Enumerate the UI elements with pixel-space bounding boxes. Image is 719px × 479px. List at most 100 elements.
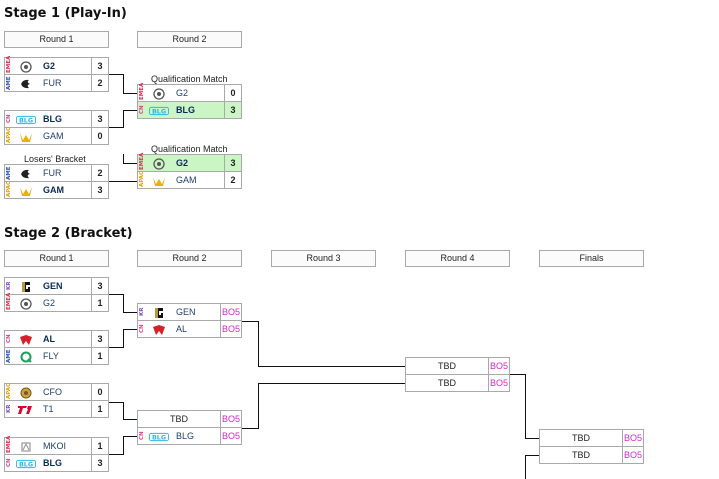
bracket-connector (109, 347, 123, 348)
stage-1-losers-bracket-match[interactable]: AME FUR 2 APAC GAM 3 (4, 164, 109, 199)
team-row[interactable]: CN AL BO5 (137, 321, 242, 338)
bracket-connector (109, 181, 137, 182)
team-row[interactable]: CN BLG BLG BO5 (137, 428, 242, 445)
team-row[interactable]: EMEA G2 3 (4, 56, 109, 75)
team-row[interactable]: EMEA MKOI 1 (4, 435, 109, 455)
team-score: 2 (91, 75, 108, 91)
stage-2-round-1-match-4[interactable]: EMEA MKOI 1 CN BLG BLG 3 (4, 435, 109, 472)
team-name: GAM (43, 131, 64, 141)
bracket-connector (109, 454, 123, 455)
bracket-connector (123, 436, 137, 437)
team-row-winner[interactable]: CN BLG BLG 3 (137, 102, 242, 119)
team-score: 2 (91, 165, 108, 181)
team-row[interactable]: APAC GAM 3 (4, 181, 109, 199)
gam-logo-icon (16, 184, 36, 197)
team-name: BLG (43, 114, 62, 124)
team-name: CFO (43, 387, 62, 397)
team-score: 3 (91, 182, 108, 198)
team-row[interactable]: CN AL 3 (4, 330, 109, 348)
team-row[interactable]: CN BLG BLG 3 (4, 110, 109, 128)
team-row[interactable]: TBD BO5 (539, 429, 644, 447)
team-score: 0 (91, 128, 108, 144)
team-tbd: TBD (438, 378, 456, 388)
team-name: GEN (43, 281, 63, 291)
team-row[interactable]: TBD BO5 (137, 410, 242, 428)
team-row[interactable]: AME FUR 2 (4, 164, 109, 182)
stage-1-qualification-match-1[interactable]: EMEA G2 0 CN BLG BLG 3 (137, 82, 242, 119)
team-row[interactable]: KR GEN 3 (4, 277, 109, 295)
stage-2-round-4-header: Round 4 (405, 250, 510, 267)
team-row[interactable]: EMEA G2 1 (4, 293, 109, 312)
bracket-connector (123, 93, 137, 94)
team-row[interactable]: EMEA G2 0 (137, 82, 242, 102)
team-row[interactable]: APAC GAM 0 (4, 127, 109, 145)
stage-1-round-2-header: Round 2 (137, 31, 242, 48)
gam-logo-icon (16, 130, 36, 143)
region-emea: EMEA (139, 152, 145, 170)
team-row[interactable]: KR GEN BO5 (137, 303, 242, 321)
region-kr: KR (139, 307, 145, 317)
stage-2-round-2-header: Round 2 (137, 250, 242, 267)
bracket-connector (525, 455, 526, 479)
stage-2-round-2-match-1[interactable]: KR GEN BO5 CN AL BO5 (137, 303, 242, 338)
bracket-connector (123, 163, 137, 164)
al-logo-icon (16, 333, 36, 346)
stage-2-finals-match[interactable]: TBD BO5 TBD BO5 (539, 429, 644, 464)
team-score: 3 (91, 111, 108, 127)
bracket-connector (123, 154, 124, 163)
team-row[interactable]: TBD BO5 (539, 447, 644, 464)
cfo-logo-icon (16, 386, 36, 399)
team-row[interactable]: TBD BO5 (405, 375, 510, 392)
stage-1-round-1-match-1[interactable]: EMEA G2 3 AME FUR 2 (4, 56, 109, 92)
region-emea: EMEA (139, 82, 145, 100)
bracket-connector (109, 127, 123, 128)
team-score-bo5: BO5 (488, 358, 509, 374)
region-ame: AME (6, 349, 12, 363)
team-row-winner[interactable]: EMEA G2 3 (137, 152, 242, 172)
team-tbd: TBD (572, 450, 590, 460)
team-row[interactable]: CN BLG BLG 3 (4, 455, 109, 472)
bracket-connector (258, 366, 405, 367)
team-name: T1 (43, 404, 54, 414)
team-row[interactable]: AME FLY 1 (4, 348, 109, 365)
stage-2-round-4-match[interactable]: TBD BO5 TBD BO5 (405, 357, 510, 392)
blg-logo-icon: BLG (149, 104, 169, 117)
bracket-connector (123, 110, 124, 128)
stage-2-round-1-match-1[interactable]: KR GEN 3 EMEA G2 1 (4, 277, 109, 312)
team-row[interactable]: TBD BO5 (405, 357, 510, 375)
team-score-bo5: BO5 (220, 304, 241, 320)
blg-logo-icon: BLG (149, 430, 169, 443)
region-emea: EMEA (6, 435, 12, 453)
team-name: GEN (176, 307, 196, 317)
team-row[interactable]: APAC CFO 0 (4, 383, 109, 401)
stage-2-round-2-match-2[interactable]: TBD BO5 CN BLG BLG BO5 (137, 410, 242, 445)
g2-logo-icon (16, 297, 36, 310)
bracket-connector (525, 438, 539, 439)
blg-logo-icon: BLG (16, 457, 36, 470)
g2-logo-icon (16, 60, 36, 73)
stage-2-round-1-match-3[interactable]: APAC CFO 0 KR T1 1 (4, 383, 109, 418)
team-row[interactable]: KR T1 1 (4, 401, 109, 418)
g2-logo-icon (149, 157, 169, 170)
stage-2-round-1-match-2[interactable]: CN AL 3 AME FLY 1 (4, 330, 109, 365)
stage-1-qualification-match-2[interactable]: EMEA G2 3 APAC GAM 2 (137, 152, 242, 189)
team-row[interactable]: AME FUR 2 (4, 75, 109, 92)
team-name: G2 (43, 298, 56, 308)
region-cn: CN (6, 458, 12, 468)
bracket-connector (123, 329, 137, 330)
losers-bracket-caption: Losers' Bracket (24, 154, 86, 164)
team-name: AL (176, 324, 188, 334)
gen-logo-icon (149, 306, 169, 319)
team-score: 3 (91, 455, 108, 471)
bracket-connector (242, 428, 258, 429)
team-row[interactable]: APAC GAM 2 (137, 170, 242, 189)
team-score-bo5: BO5 (622, 430, 643, 446)
team-name: BLG (43, 458, 62, 468)
svg-text:BLG: BLG (152, 108, 166, 115)
gen-logo-icon (16, 280, 36, 293)
g2-logo-icon (149, 87, 169, 100)
stage-1-round-1-match-2[interactable]: CN BLG BLG 3 APAC GAM 0 (4, 110, 109, 145)
bracket-connector (123, 312, 137, 313)
bracket-connector (123, 110, 137, 111)
region-apac: APAC (139, 170, 145, 187)
